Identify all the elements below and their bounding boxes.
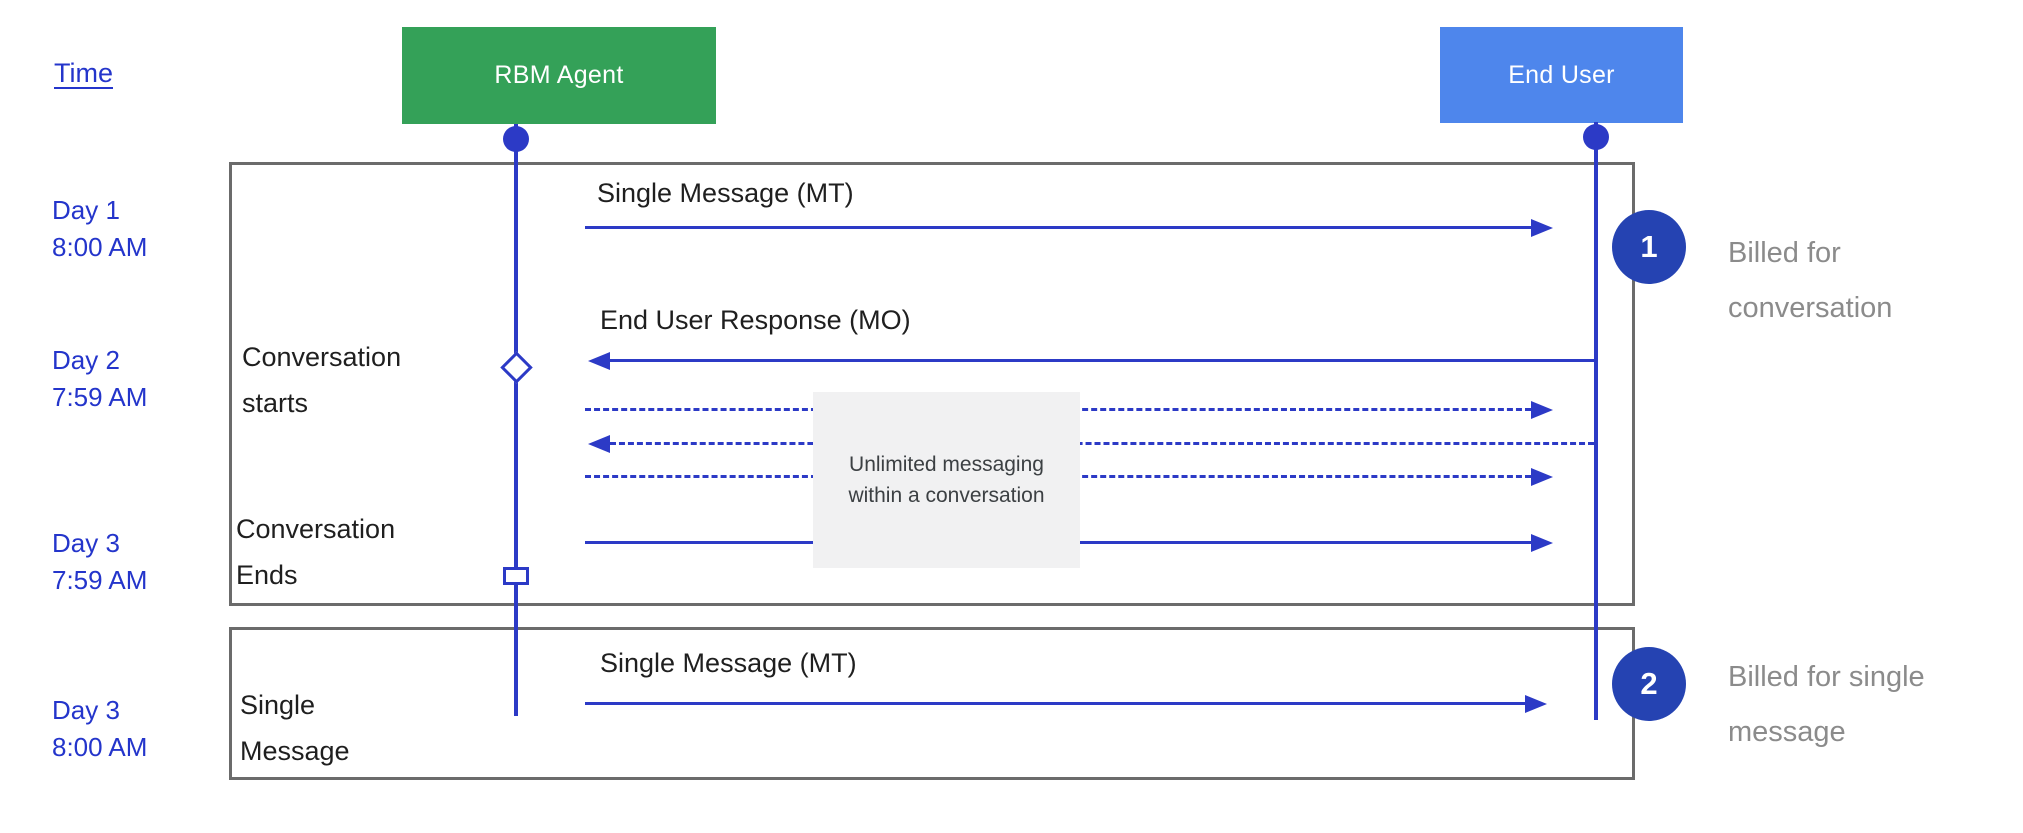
note-line1: Unlimited messaging xyxy=(849,453,1044,476)
billing-note-line1: Billed for single xyxy=(1728,661,1925,693)
conversation-ends-line2: Ends xyxy=(236,560,298,590)
conversation-starts-line2: starts xyxy=(242,388,309,418)
billing-note-line1: Billed for xyxy=(1728,237,1841,269)
user-lifeline xyxy=(1594,122,1598,720)
timeline-label-day1: Day 1 8:00 AM xyxy=(52,192,147,266)
single-message-side-label: Single Message xyxy=(240,682,350,774)
timeline-day: Day 1 xyxy=(52,195,120,225)
badge-number: 2 xyxy=(1640,666,1658,701)
unlimited-messaging-note: Unlimited messaging within a conversatio… xyxy=(813,392,1080,568)
conversation-phase-box xyxy=(229,162,1635,606)
single-mt-message-label: Single Message (MT) xyxy=(600,648,857,678)
timeline-day: Day 2 xyxy=(52,345,120,375)
billing-badge-2: 2 xyxy=(1612,647,1686,721)
mo-response-arrow xyxy=(588,352,1594,370)
timeline-label-day3: Day 3 7:59 AM xyxy=(52,525,147,599)
timeline-time: 7:59 AM xyxy=(52,565,148,595)
dashed-message-arrow-2 xyxy=(588,435,1594,453)
billing-note-conversation: Billed for conversation xyxy=(1728,226,1892,336)
timeline-time: 7:59 AM xyxy=(52,382,148,412)
timeline-time: 8:00 AM xyxy=(52,232,148,262)
conversation-ends-line1: Conversation xyxy=(236,514,396,544)
conversation-starts-line1: Conversation xyxy=(242,342,402,372)
billing-note-single-message: Billed for single message xyxy=(1728,650,1925,760)
agent-lifeline xyxy=(514,124,518,716)
timeline-time: 8:00 AM xyxy=(52,732,148,762)
mo-response-label: End User Response (MO) xyxy=(600,305,911,335)
conversation-ends-label: Conversation Ends xyxy=(236,506,395,598)
end-user-box: End User xyxy=(1440,27,1683,123)
note-line2: within a conversation xyxy=(848,484,1045,507)
single-mt-message-arrow xyxy=(585,695,1547,713)
mt-message-arrow xyxy=(585,219,1553,237)
badge-number: 1 xyxy=(1640,229,1658,264)
timeline-label-day2: Day 2 7:59 AM xyxy=(52,342,147,416)
timeline-day: Day 3 xyxy=(52,695,120,725)
billing-note-line2: conversation xyxy=(1728,292,1893,324)
rbm-agent-box: RBM Agent xyxy=(402,27,716,124)
conversation-end-square-marker xyxy=(503,567,529,585)
conversation-starts-label: Conversation starts xyxy=(242,334,401,426)
end-user-label: End User xyxy=(1508,60,1615,89)
billing-note-line2: message xyxy=(1728,716,1846,748)
rbm-agent-label: RBM Agent xyxy=(494,61,624,89)
billing-badge-1: 1 xyxy=(1612,210,1686,284)
time-axis-label: Time xyxy=(54,58,113,88)
mt-message-label: Single Message (MT) xyxy=(597,178,854,208)
timeline-label-day3-again: Day 3 8:00 AM xyxy=(52,692,147,766)
timeline-day: Day 3 xyxy=(52,528,120,558)
single-message-line1: Single xyxy=(240,690,316,720)
single-message-line2: Message xyxy=(240,736,350,766)
